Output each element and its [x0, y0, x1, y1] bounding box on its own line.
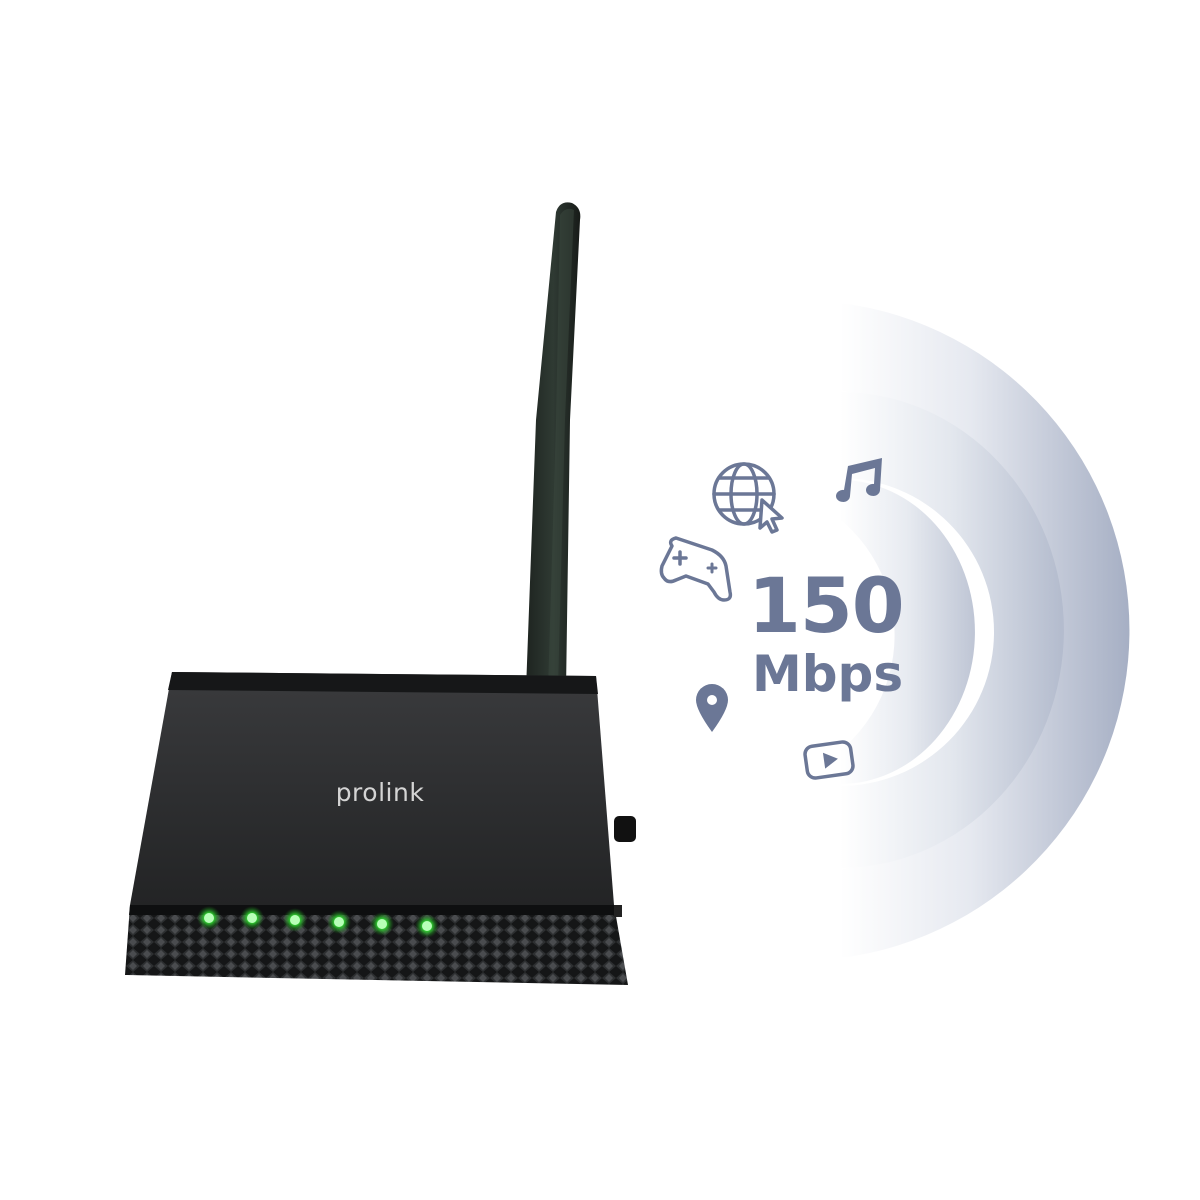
speed-value: 150	[748, 561, 905, 650]
gamepad-icon	[659, 536, 733, 602]
brand-label: prolink	[335, 778, 425, 807]
globe-cursor-icon	[712, 462, 784, 534]
music-note-icon	[836, 458, 882, 502]
antenna	[526, 202, 581, 690]
speed-unit: Mbps	[752, 645, 904, 703]
status-leds	[197, 906, 439, 938]
signal-arcs	[810, 303, 1130, 958]
location-pin-icon	[696, 684, 728, 732]
router-body	[125, 672, 636, 985]
video-play-icon	[803, 740, 855, 780]
power-button	[614, 816, 636, 842]
